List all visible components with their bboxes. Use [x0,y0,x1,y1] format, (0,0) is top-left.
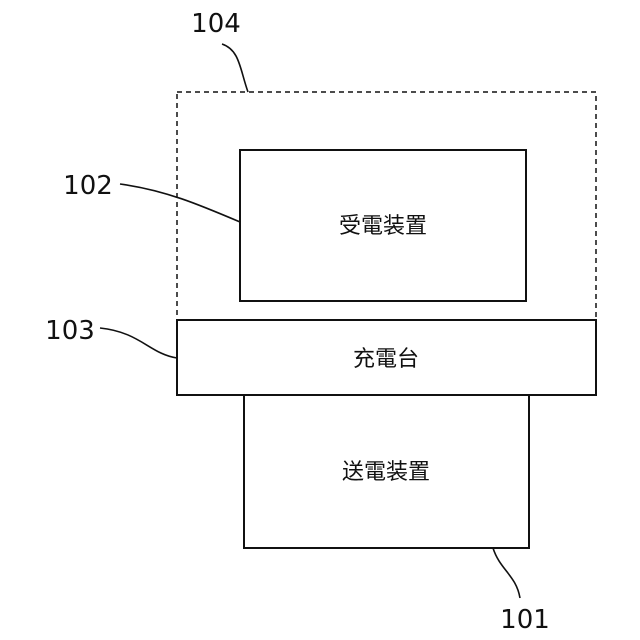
ref-numeral-104: 104 [191,9,241,39]
ref-numeral-102: 102 [63,171,113,201]
receiver-label: 受電装置 [339,214,427,239]
leader-line-102 [120,184,240,222]
leader-line-104 [222,44,248,92]
leader-line-103 [100,328,177,358]
ref-numeral-103: 103 [45,316,95,346]
leader-line-101 [493,548,520,598]
charging-stand-label: 充電台 [353,347,419,372]
transmitter-label: 送電装置 [342,460,430,485]
ref-numeral-101: 101 [500,605,550,635]
